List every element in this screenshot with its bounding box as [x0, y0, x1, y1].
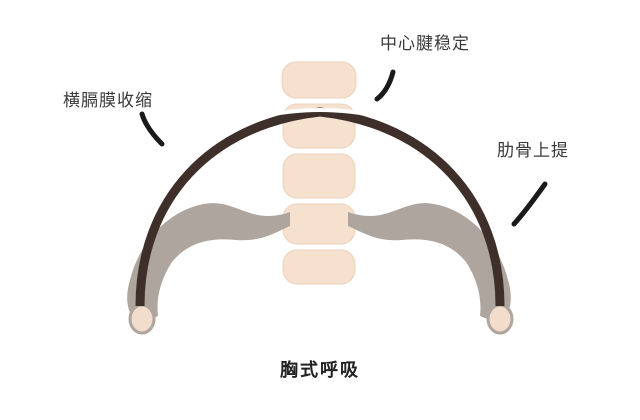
vertebra — [282, 153, 356, 199]
rib-right-end — [486, 303, 514, 335]
pointer-central-tendon — [374, 69, 396, 102]
label-ribs-lift: 肋骨上提 — [497, 141, 569, 161]
rib-left — [127, 203, 290, 335]
spine — [281, 61, 357, 285]
diagram-caption: 胸式呼吸 — [280, 360, 360, 381]
central-tendon — [237, 107, 403, 124]
rib-left-end — [128, 303, 156, 335]
label-diaphragm-contracts: 横膈膜收缩 — [63, 91, 153, 111]
rib-left-body — [127, 203, 290, 324]
pointer-ribs — [511, 181, 548, 227]
rib-right-body — [348, 203, 511, 324]
diaphragm — [135, 107, 505, 307]
vertebra — [282, 203, 356, 245]
pointer-diaphragm — [139, 111, 165, 147]
vertebra — [282, 249, 356, 285]
rib-right — [348, 203, 514, 335]
vertebra — [281, 61, 357, 99]
label-central-tendon-stable: 中心腱稳定 — [380, 34, 470, 54]
